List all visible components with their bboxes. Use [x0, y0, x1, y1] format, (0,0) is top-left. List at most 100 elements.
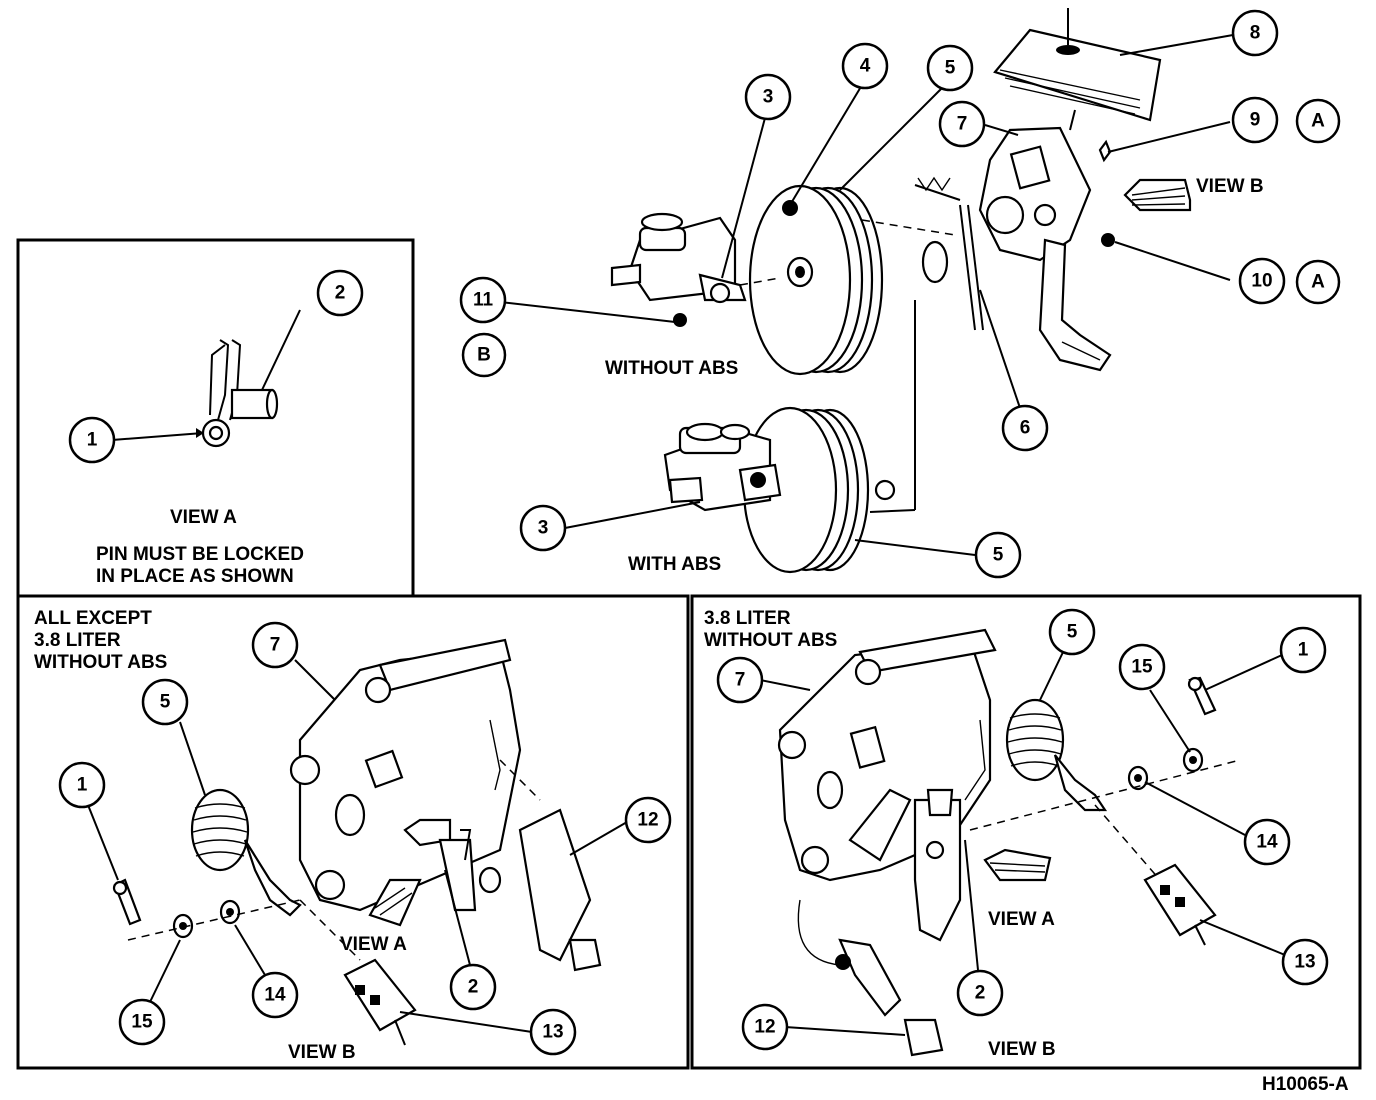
- callout-top-5b: 5: [974, 531, 1022, 579]
- callout-right-14: 14: [1243, 818, 1291, 866]
- right-detail-panel: [690, 594, 1362, 1070]
- svg-text:7: 7: [957, 114, 968, 135]
- right-leader-lines: [759, 647, 1286, 1036]
- brake-booster-without-abs: [748, 184, 956, 376]
- left-pedal-arm: [438, 829, 502, 912]
- left-caption-view-b: VIEW B: [288, 1042, 356, 1063]
- svg-text:1: 1: [1298, 640, 1309, 661]
- callout-top-6: 6: [1001, 404, 1049, 452]
- callout-top-3b: 3: [519, 504, 567, 552]
- left-pin: [112, 878, 142, 926]
- left-washers: [127, 899, 361, 961]
- svg-text:8: 8: [1250, 23, 1261, 44]
- view-ref-b: B: [461, 332, 507, 378]
- master-cylinder-without-abs: [610, 212, 781, 327]
- pedal-support-assembly: [978, 109, 1112, 372]
- left-panel-title-line3: WITHOUT ABS: [34, 652, 167, 673]
- left-view-a-arrow: [368, 878, 422, 927]
- right-panel-title-line2: WITHOUT ABS: [704, 630, 837, 651]
- callout-left-12: 12: [624, 796, 672, 844]
- callout-top-5a: 5: [926, 44, 974, 92]
- dash-panel: [993, 8, 1162, 122]
- svg-text:14: 14: [264, 985, 286, 1006]
- view-a-note-line1: PIN MUST BE LOCKED: [96, 544, 304, 565]
- callout-view-a-1: 1: [68, 416, 116, 464]
- callout-left-5: 5: [141, 678, 189, 726]
- svg-text:15: 15: [1131, 657, 1153, 678]
- left-panel-title-line1: ALL EXCEPT: [34, 608, 152, 629]
- callout-left-7: 7: [251, 621, 299, 669]
- callout-left-1: 1: [58, 761, 106, 809]
- svg-text:15: 15: [131, 1012, 153, 1033]
- master-cylinder-with-abs: [663, 422, 782, 512]
- callout-left-15: 15: [118, 998, 166, 1046]
- svg-text:4: 4: [860, 56, 871, 77]
- right-washers: [969, 747, 1241, 881]
- left-view-b-bracket: [343, 958, 417, 1046]
- svg-text:12: 12: [637, 810, 658, 831]
- view-a-title: VIEW A: [170, 507, 237, 528]
- left-stoplamp-switch: [499, 759, 602, 972]
- svg-text:13: 13: [542, 1022, 563, 1043]
- svg-text:3: 3: [538, 518, 549, 539]
- svg-text:7: 7: [735, 670, 746, 691]
- callout-left-13: 13: [529, 1008, 577, 1056]
- svg-text:13: 13: [1294, 952, 1315, 973]
- svg-text:6: 6: [1020, 418, 1031, 439]
- callout-top-11: 11: [459, 276, 507, 324]
- view-ref-a-1: A: [1295, 98, 1341, 144]
- svg-text:1: 1: [87, 430, 98, 451]
- svg-text:5: 5: [945, 58, 956, 79]
- right-view-a-arrow: [983, 848, 1052, 882]
- figure-id: H10065-A: [1262, 1074, 1349, 1095]
- svg-text:12: 12: [754, 1017, 775, 1038]
- caption-without-abs: WITHOUT ABS: [605, 358, 738, 379]
- svg-text:7: 7: [270, 635, 281, 656]
- right-panel-title-line1: 3.8 LITER: [704, 608, 791, 629]
- callout-right-12: 12: [741, 1003, 789, 1051]
- nut-10: [1101, 233, 1231, 281]
- left-detail-panel: [16, 594, 690, 1070]
- callout-right-7: 7: [716, 656, 764, 704]
- top-leader-lines: [499, 34, 1234, 556]
- view-ref-a-2: A: [1295, 259, 1341, 305]
- svg-text:A: A: [1311, 272, 1325, 293]
- svg-text:5: 5: [993, 545, 1004, 566]
- right-view-b-bracket: [1143, 863, 1217, 946]
- svg-text:A: A: [1311, 111, 1325, 132]
- svg-text:5: 5: [1067, 622, 1078, 643]
- svg-text:14: 14: [1256, 832, 1278, 853]
- svg-text:11: 11: [473, 290, 494, 311]
- pushrod-pin: [914, 176, 984, 331]
- callout-top-9: 9: [1231, 96, 1279, 144]
- callout-view-a-2: 2: [316, 269, 364, 317]
- callout-right-15: 15: [1118, 643, 1166, 691]
- callout-right-13: 13: [1281, 938, 1329, 986]
- callout-left-2: 2: [449, 963, 497, 1011]
- svg-text:9: 9: [1250, 110, 1261, 131]
- right-pedal-support: [777, 628, 997, 882]
- callout-top-10: 10: [1238, 257, 1286, 305]
- right-stoplamp-switch: [797, 899, 944, 1057]
- callout-right-2: 2: [956, 969, 1004, 1017]
- callout-top-7: 7: [938, 100, 986, 148]
- nut-9: [1098, 121, 1231, 163]
- svg-text:2: 2: [335, 283, 346, 304]
- svg-text:1: 1: [77, 775, 88, 796]
- left-caption-view-a: VIEW A: [340, 934, 407, 955]
- left-spring: [190, 788, 302, 917]
- callout-left-14: 14: [251, 971, 299, 1019]
- view-a-note-line2: IN PLACE AS SHOWN: [96, 566, 294, 587]
- view-b-arrow: [1123, 178, 1192, 212]
- svg-text:5: 5: [160, 692, 171, 713]
- caption-with-abs: WITH ABS: [628, 554, 721, 575]
- svg-text:2: 2: [975, 983, 986, 1004]
- callout-top-8: 8: [1231, 9, 1279, 57]
- right-caption-view-a: VIEW A: [988, 909, 1055, 930]
- right-pedal-arm: [913, 788, 962, 942]
- callout-right-1: 1: [1279, 626, 1327, 674]
- right-pin: [1187, 676, 1217, 716]
- callout-label: 3: [763, 87, 774, 108]
- callout-top-4: 4: [841, 42, 889, 90]
